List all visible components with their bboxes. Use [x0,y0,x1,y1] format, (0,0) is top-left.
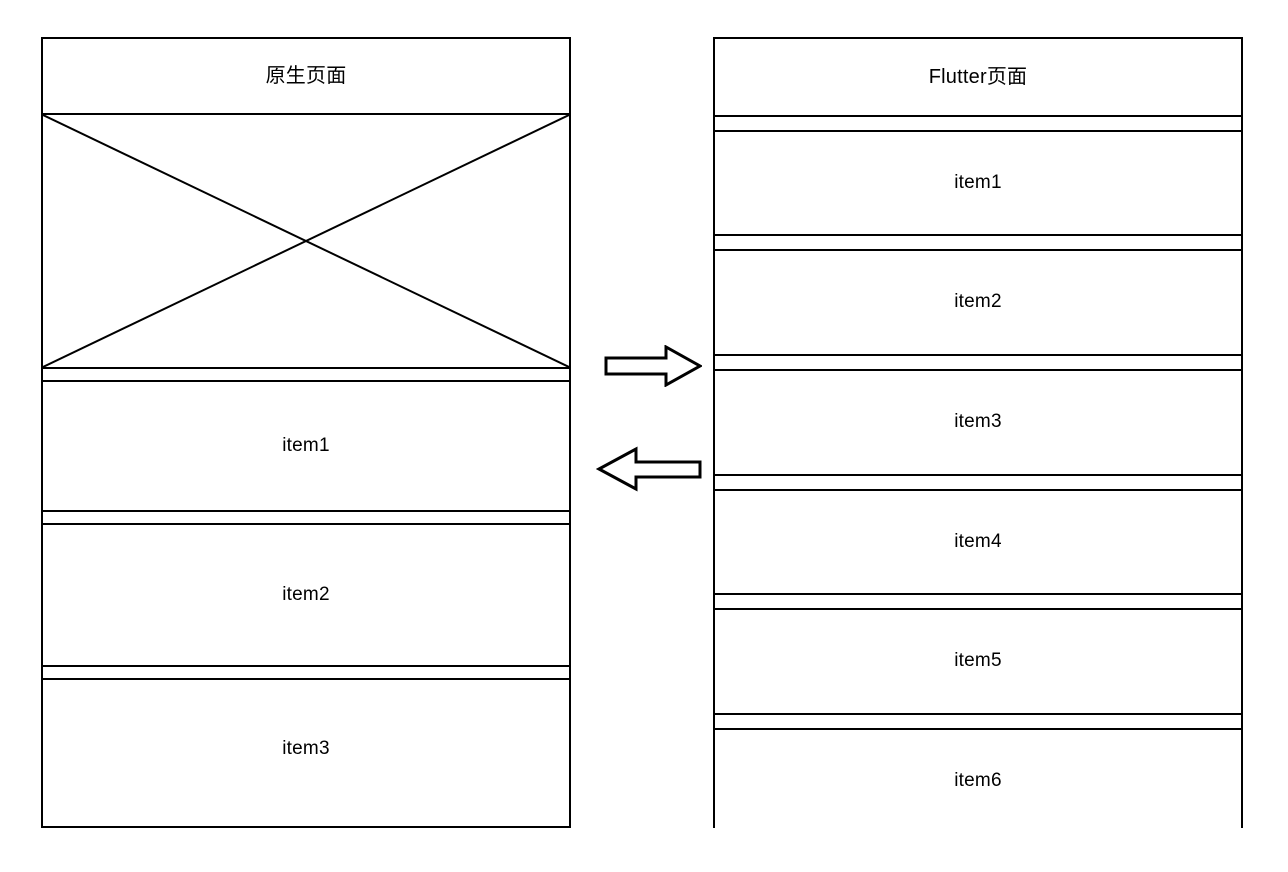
arrow-to-flutter [604,345,702,387]
native-page-item-3[interactable]: item3 [43,678,569,819]
flutter-page-item-4-label: item4 [954,530,1002,552]
native-page-item-3-label: item3 [282,738,330,760]
flutter-page-separator-6 [715,713,1241,728]
native-page-item-1[interactable]: item1 [43,380,569,510]
flutter-page-item-1[interactable]: item1 [715,130,1241,234]
native-page-item-2[interactable]: item2 [43,523,569,665]
native-page-title: 原生页面 [265,65,347,87]
flutter-page-item-5[interactable]: item5 [715,608,1241,713]
arrow-to-native [596,446,702,492]
native-page-box: 原生页面 item1 item2 item3 [41,37,571,828]
flutter-page-item-3-label: item3 [954,411,1002,433]
flutter-page-item-5-label: item5 [954,650,1002,672]
flutter-page-title-band: Flutter页面 [715,39,1241,115]
native-page-separator-3 [43,665,569,678]
flutter-page-title: Flutter页面 [928,66,1028,88]
flutter-page-item-3[interactable]: item3 [715,369,1241,474]
flutter-page-separator-1 [715,115,1241,130]
flutter-page-item-6-label: item6 [954,770,1002,792]
native-page-separator-1 [43,367,569,380]
native-page-item-1-label: item1 [282,434,330,456]
flutter-page-item-1-label: item1 [954,171,1002,193]
native-page-placeholder-band [43,113,569,367]
native-page-title-band: 原生页面 [43,39,569,113]
flutter-page-separator-4 [715,474,1241,489]
flutter-page-box: Flutter页面 item1 item2 item3 item4 item5 … [713,37,1243,833]
flutter-page-item-2-label: item2 [954,291,1002,313]
flutter-page-separator-5 [715,593,1241,608]
flutter-page-item-6[interactable]: item6 [715,728,1241,833]
flutter-page-item-4[interactable]: item4 [715,489,1241,593]
arrow-left-icon [596,446,702,492]
flutter-page-separator-3 [715,354,1241,369]
flutter-page-separator-2 [715,234,1241,249]
crossed-box-placeholder-icon [43,115,569,367]
native-page-separator-2 [43,510,569,523]
native-page-item-2-label: item2 [282,583,330,605]
flutter-page-item-2[interactable]: item2 [715,249,1241,354]
arrow-right-icon [604,345,702,387]
